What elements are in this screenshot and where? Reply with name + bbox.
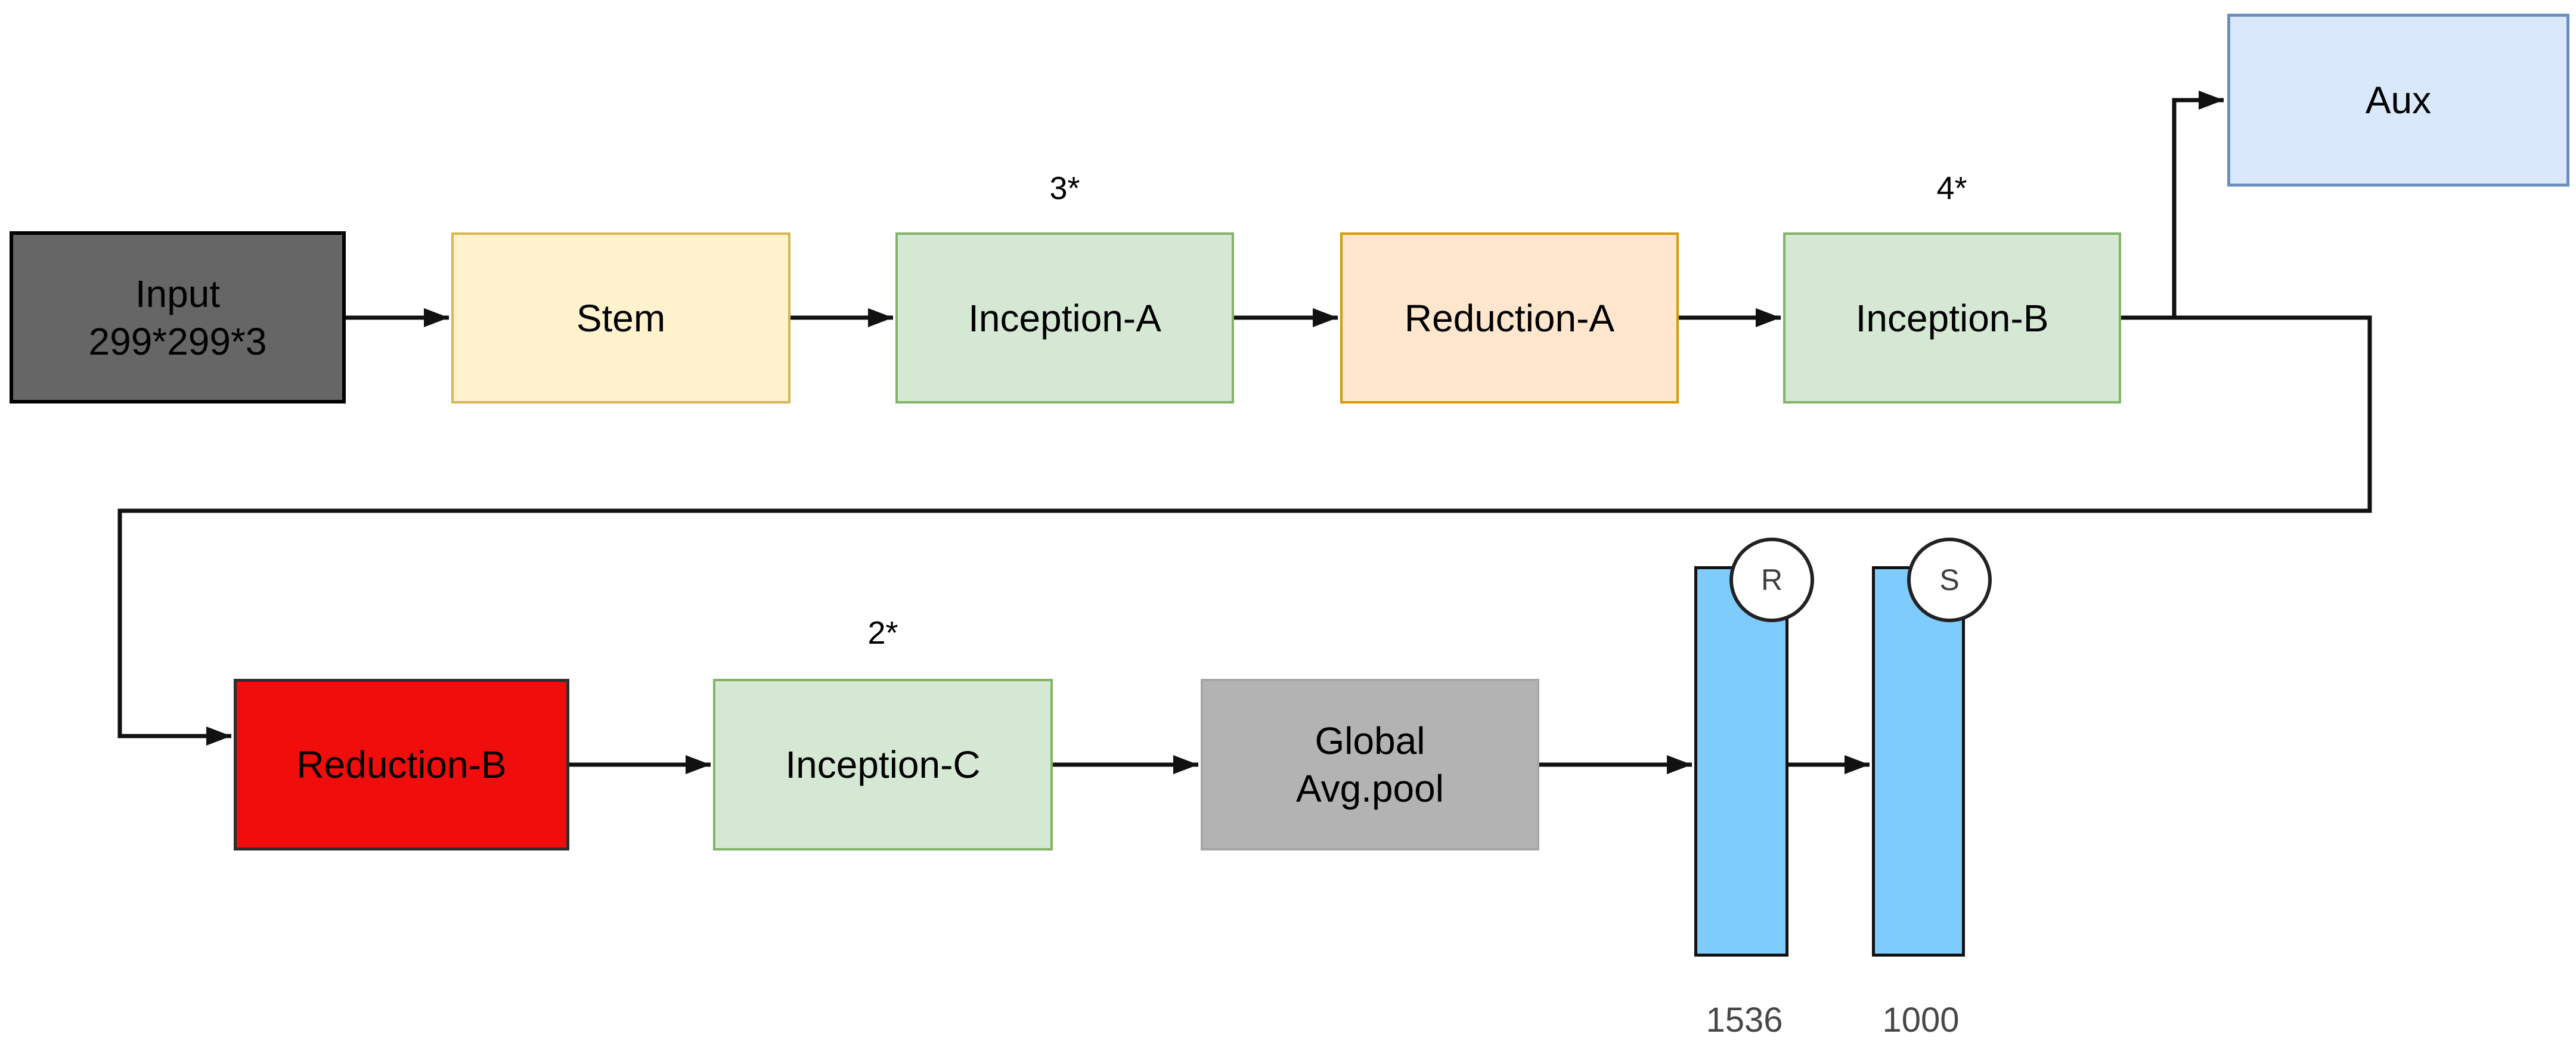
edge-inception-b-aux (2172, 91, 2224, 318)
node-reduction-b: Reduction-B (234, 679, 569, 850)
repeat-count-inception-c: 2* (867, 615, 898, 651)
node-stem: Stem (451, 232, 791, 403)
badge-r-circle: R (1729, 538, 1814, 622)
node-aux: Aux (2227, 14, 2569, 187)
fc-logits-units-label: 1000 (1882, 1001, 1960, 1039)
fc-logits-bar (1872, 566, 1965, 957)
badge-s-label: S (1939, 563, 1960, 597)
node-input: Input 299*299*3 (10, 231, 346, 403)
repeat-count-inception-b: 4* (1936, 170, 1967, 206)
edge-inception-b-reduction-b (117, 315, 2372, 746)
node-inception-b: Inception-B (1783, 232, 2121, 403)
badge-r-label: R (1760, 563, 1783, 597)
fc-features-units-label: 1536 (1706, 1001, 1783, 1039)
node-reduction-a: Reduction-A (1340, 232, 1679, 403)
node-global-avg-pool: Global Avg.pool (1201, 679, 1539, 850)
badge-s-circle: S (1907, 538, 1992, 622)
node-inception-a: Inception-A (895, 232, 1234, 403)
repeat-count-inception-a: 3* (1049, 170, 1080, 206)
fc-features-bar (1694, 566, 1788, 957)
node-inception-c: Inception-C (713, 679, 1053, 850)
